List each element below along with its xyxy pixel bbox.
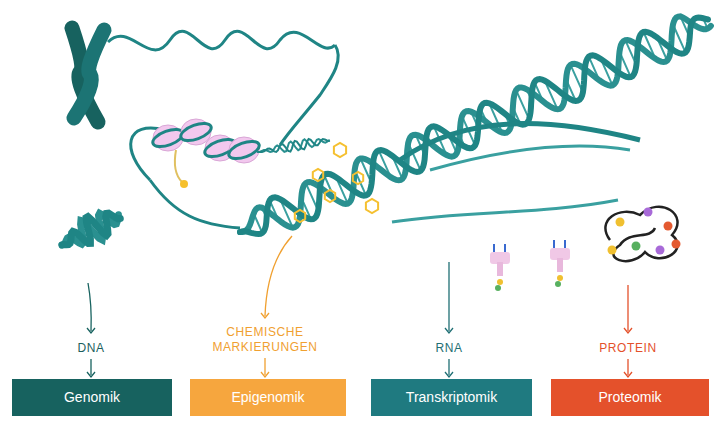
arrow-head [87, 328, 95, 333]
amino-acid [644, 208, 653, 217]
box-label: Epigenomik [231, 389, 304, 406]
arrow-head [87, 372, 95, 377]
category-box: Epigenomik [190, 379, 346, 416]
data-type-label: RNA [435, 341, 462, 356]
amino-acid [664, 222, 673, 231]
box-label: Proteomik [598, 389, 661, 406]
thin-helix-strand [258, 139, 329, 152]
data-type-label: CHEMISCHE MARKIERUNGEN [195, 325, 335, 355]
leader-line [88, 283, 91, 331]
arrow-head [624, 328, 632, 333]
amino-acid [497, 279, 503, 285]
trna [497, 262, 503, 276]
category-box: Genomik [12, 379, 172, 416]
amino-acid [557, 275, 563, 281]
leader-line [448, 262, 449, 331]
dna-wrap [227, 138, 262, 162]
main-helix-strand [240, 18, 708, 235]
trna-tick [494, 244, 505, 252]
amino-acid [616, 218, 625, 227]
leader-line [265, 236, 292, 316]
category-box: Transkriptomik [371, 379, 532, 416]
chromosome [74, 30, 104, 118]
amino-acid [495, 285, 501, 291]
rna-strand [392, 200, 618, 222]
rna-strand [400, 124, 640, 160]
arrow-head [624, 372, 632, 377]
thin-helix-strand [258, 139, 329, 152]
arrow-head [261, 372, 269, 377]
amino-acid [608, 246, 617, 255]
chromatin-fibre [108, 31, 335, 50]
chromatin-fibre [150, 180, 240, 228]
box-label: Transkriptomik [406, 389, 497, 406]
chromatin-fibre [280, 45, 338, 145]
dna-spring-strand [62, 213, 120, 245]
protein-chain [605, 207, 677, 261]
leader-line [264, 358, 265, 375]
trna [557, 258, 563, 272]
chemical-mark [353, 172, 363, 184]
leader-line [90, 359, 91, 375]
chemical-mark [295, 210, 305, 222]
chemical-mark [334, 143, 346, 157]
amino-acid [672, 240, 681, 249]
arrow-head [445, 328, 453, 333]
leader-line [448, 359, 449, 375]
amino-acid [632, 242, 641, 251]
chemical-mark [313, 169, 323, 181]
box-label: Genomik [64, 389, 120, 406]
trna-tick [554, 240, 565, 248]
chemical-mark [325, 190, 335, 202]
chemical-mark [366, 199, 378, 213]
amino-acid [656, 246, 665, 255]
data-type-label: PROTEIN [599, 341, 657, 356]
arrow-head [445, 372, 453, 377]
methyl-mark [180, 180, 188, 188]
category-box: Proteomik [551, 379, 709, 416]
data-type-label: DNA [77, 341, 104, 356]
amino-acid [555, 281, 561, 287]
histone-tail [175, 150, 182, 182]
rna-strand [430, 146, 630, 170]
leader-line [627, 285, 628, 331]
leader-line [627, 359, 628, 375]
arrow-head [261, 313, 269, 318]
